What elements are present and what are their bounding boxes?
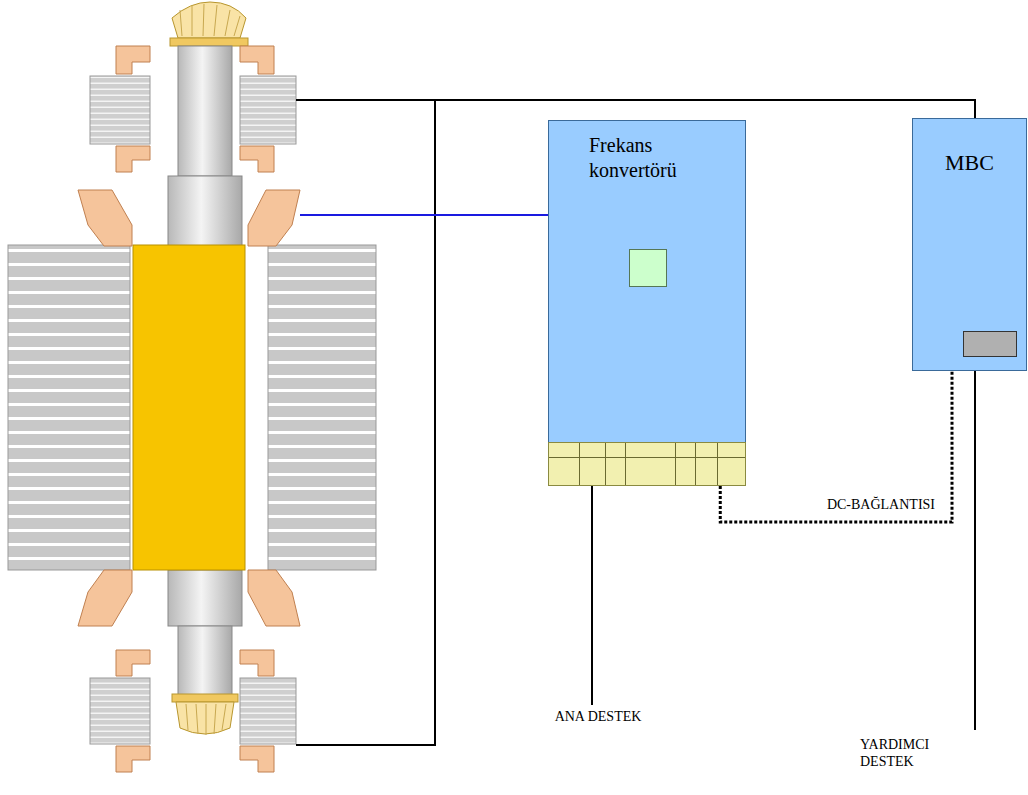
box-title: Frekans konvertörü xyxy=(589,133,737,183)
connector-port xyxy=(963,331,1017,357)
box-title: MBC xyxy=(945,149,1018,177)
top-gear xyxy=(170,2,248,46)
indicator-square xyxy=(629,249,667,287)
dc-link xyxy=(720,371,952,522)
supply-label: ANA DESTEK xyxy=(528,708,668,725)
rotor xyxy=(133,245,245,570)
supply-label: YARDIMCI DESTEK xyxy=(860,736,950,770)
converter-box: Frekans konvertörü xyxy=(548,120,746,486)
stator xyxy=(8,245,130,570)
edge-label: DC-BAĞLANTISI xyxy=(827,496,935,513)
terminal-strip xyxy=(548,442,746,486)
bearing-controller-box: MBC xyxy=(912,118,1027,371)
bottom-gear xyxy=(172,694,238,735)
